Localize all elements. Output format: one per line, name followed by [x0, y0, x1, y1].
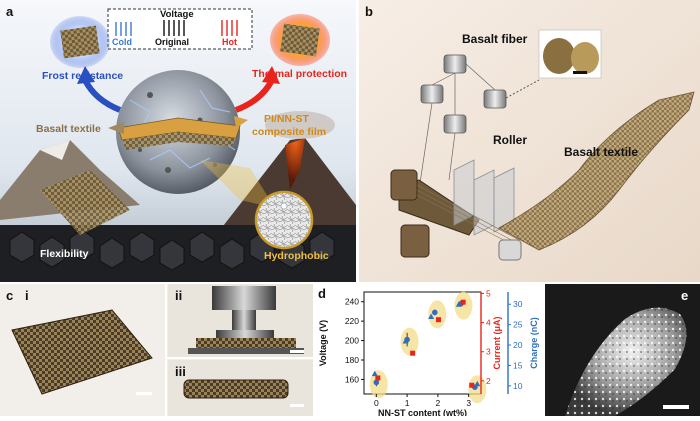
subpanel-ii-label: ii	[175, 288, 183, 303]
current-tick-label: 3	[486, 347, 491, 357]
panel-d-letter: d	[318, 286, 326, 301]
voltage-tick-label: 240	[345, 297, 359, 307]
panel-c-photos	[0, 284, 313, 416]
charge-point	[371, 370, 378, 377]
current-tick-label: 4	[486, 318, 491, 328]
voltage-tick-label: 180	[345, 355, 359, 365]
voltage-tick-label: 200	[345, 336, 359, 346]
legend-original-label: Original	[155, 37, 190, 47]
current-tick-label: 5	[486, 288, 491, 298]
x-tick-label: 1	[405, 398, 410, 408]
composite-label-line1: PI/NN-ST	[264, 113, 309, 125]
x-tick-label: 3	[466, 398, 471, 408]
panel-c-letter: c	[6, 288, 14, 303]
charge-point	[428, 313, 435, 319]
panel-a-illustration	[0, 0, 356, 282]
charge-point	[402, 337, 409, 344]
subpanel-iii-label: iii	[175, 364, 186, 379]
highlight-ellipse	[468, 375, 487, 404]
current-point	[375, 375, 381, 381]
current-point	[460, 299, 466, 305]
panel-a-letter: a	[6, 4, 14, 19]
voltage-tick-label: 220	[345, 316, 359, 326]
panel-e: e	[545, 284, 700, 416]
charge-tick-label: 10	[513, 381, 523, 391]
highlight-ellipse	[369, 370, 388, 399]
current-point	[436, 317, 442, 323]
panel-e-letter: e	[681, 288, 689, 303]
frost-resistance-label: Frost resistance	[42, 70, 124, 82]
current-axis-label: Current (μA)	[492, 316, 502, 369]
voltage-axis-label: Voltage (V)	[318, 320, 328, 366]
charge-tick-label: 25	[513, 320, 523, 330]
charge-point	[455, 301, 462, 307]
current-point	[410, 350, 416, 356]
basalt-fiber-label: Basalt fiber	[462, 32, 528, 46]
charge-tick-label: 15	[513, 360, 523, 370]
highlight-ellipse	[428, 300, 447, 329]
x-axis-label: NN-ST content (wt%)	[378, 408, 467, 416]
current-point	[469, 382, 475, 388]
charge-tick-label: 20	[513, 340, 523, 350]
panel-b-illustration	[359, 0, 700, 282]
legend-title: Voltage	[160, 9, 194, 20]
roller-label: Roller	[493, 133, 528, 147]
current-tick-label: 2	[486, 376, 491, 386]
panel-c: c i ii iii	[0, 284, 313, 416]
voltage-tick-label: 160	[345, 374, 359, 384]
charge-tick-label: 30	[513, 299, 523, 309]
basalt-textile-label-b: Basalt textile	[564, 145, 639, 159]
thermal-protection-label: Thermal protection	[252, 68, 348, 80]
x-tick-label: 0	[374, 398, 379, 408]
legend-cold-label: Cold	[112, 37, 132, 47]
panel-a: a Voltage Cold Original Hot Frost resist…	[0, 0, 356, 282]
charge-axis-label: Charge (nC)	[529, 317, 539, 369]
panel-b-letter: b	[365, 4, 373, 19]
panel-e-sem-image	[545, 284, 700, 416]
panel-b: b Basalt fiber Roller Basalt textile	[359, 0, 700, 282]
voltage-point	[432, 309, 438, 316]
voltage-point	[373, 379, 380, 386]
subpanel-i-label: i	[25, 288, 29, 303]
basalt-textile-label: Basalt textile	[36, 123, 101, 135]
legend-hot-label: Hot	[222, 37, 237, 47]
highlight-ellipse	[400, 327, 419, 356]
flexibility-label: Flexibility	[40, 248, 89, 260]
x-tick-label: 2	[436, 398, 441, 408]
composite-label-line2: composite film	[252, 126, 327, 138]
highlight-ellipse	[454, 291, 473, 320]
hydrophobic-label: Hydrophobic	[264, 250, 329, 262]
charge-point	[474, 380, 481, 387]
